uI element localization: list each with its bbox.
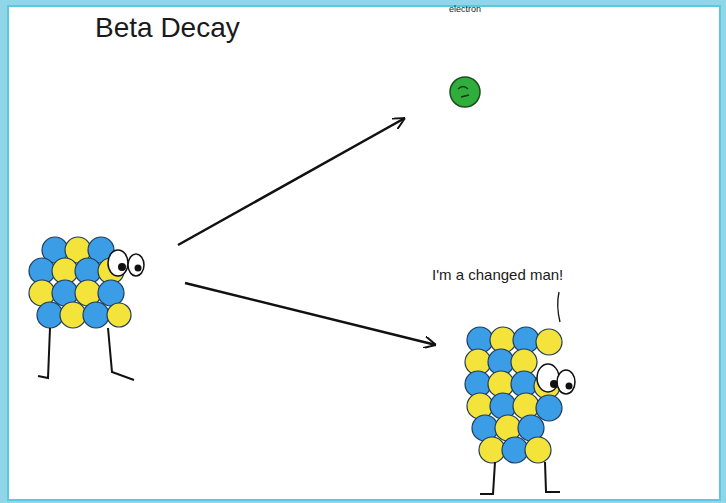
electron-circle	[439, 4, 491, 110]
decay-arrow	[178, 118, 405, 245]
particle-node: electron	[439, 4, 491, 110]
electron-marks	[458, 87, 469, 98]
title-text: Beta Decay	[95, 12, 240, 44]
particle-label: electron	[439, 4, 491, 14]
speech-text: I'm a changed man!	[432, 266, 563, 283]
speech-leader	[558, 292, 560, 322]
daughter-nucleus	[465, 327, 575, 494]
electron-ball	[450, 77, 480, 107]
decay-arrow	[185, 283, 436, 345]
parent-nucleus	[29, 237, 144, 380]
